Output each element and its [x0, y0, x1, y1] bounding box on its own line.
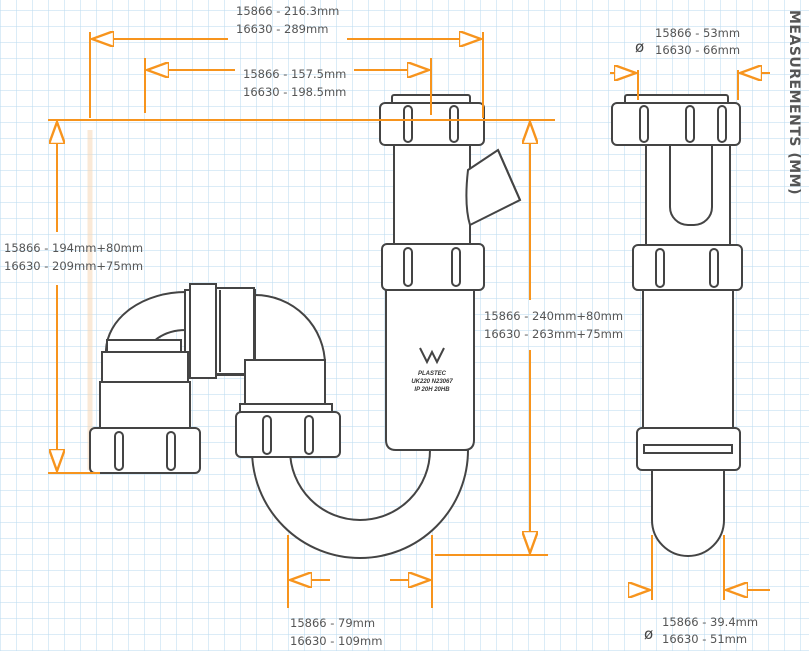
logo-line2: IP 20H 20HB	[414, 387, 450, 393]
diameter-icon: ø	[635, 38, 644, 56]
outlet-diameter-16630: 16630 - 51mm	[662, 632, 747, 646]
inlet-diameter-16630: 16630 - 66mm	[655, 43, 740, 57]
left-height-16630: 16630 - 209mm+75mm	[4, 259, 143, 273]
diameter-icon: ø	[644, 625, 653, 643]
inlet-diameter-15866: 15866 - 53mm	[655, 26, 740, 40]
inner-width-15866: 15866 - 157.5mm	[243, 67, 346, 81]
overall-width-16630: 16630 - 289mm	[236, 22, 328, 36]
right-height-16630: 16630 - 263mm+75mm	[484, 327, 623, 341]
bend-width-16630: 16630 - 109mm	[290, 634, 382, 648]
logo-line1: UK220 N23067	[411, 379, 453, 385]
measurements-title: MEASUREMENTS (MM)	[786, 10, 802, 195]
front-view-trap: PLASTEC UK220 N23067 IP 20H 20HB	[89, 94, 522, 559]
logo-brand: PLASTEC	[418, 371, 447, 377]
right-height-15866: 15866 - 240mm+80mm	[484, 309, 623, 323]
bend-width-15866: 15866 - 79mm	[290, 616, 375, 630]
side-view-trap	[611, 94, 743, 557]
overall-width-15866: 15866 - 216.3mm	[236, 4, 339, 18]
outlet-diameter-15866: 15866 - 39.4mm	[662, 615, 758, 629]
inner-width-16630: 16630 - 198.5mm	[243, 85, 346, 99]
dimension-lines	[48, 32, 770, 608]
left-height-15866: 15866 - 194mm+80mm	[4, 241, 143, 255]
